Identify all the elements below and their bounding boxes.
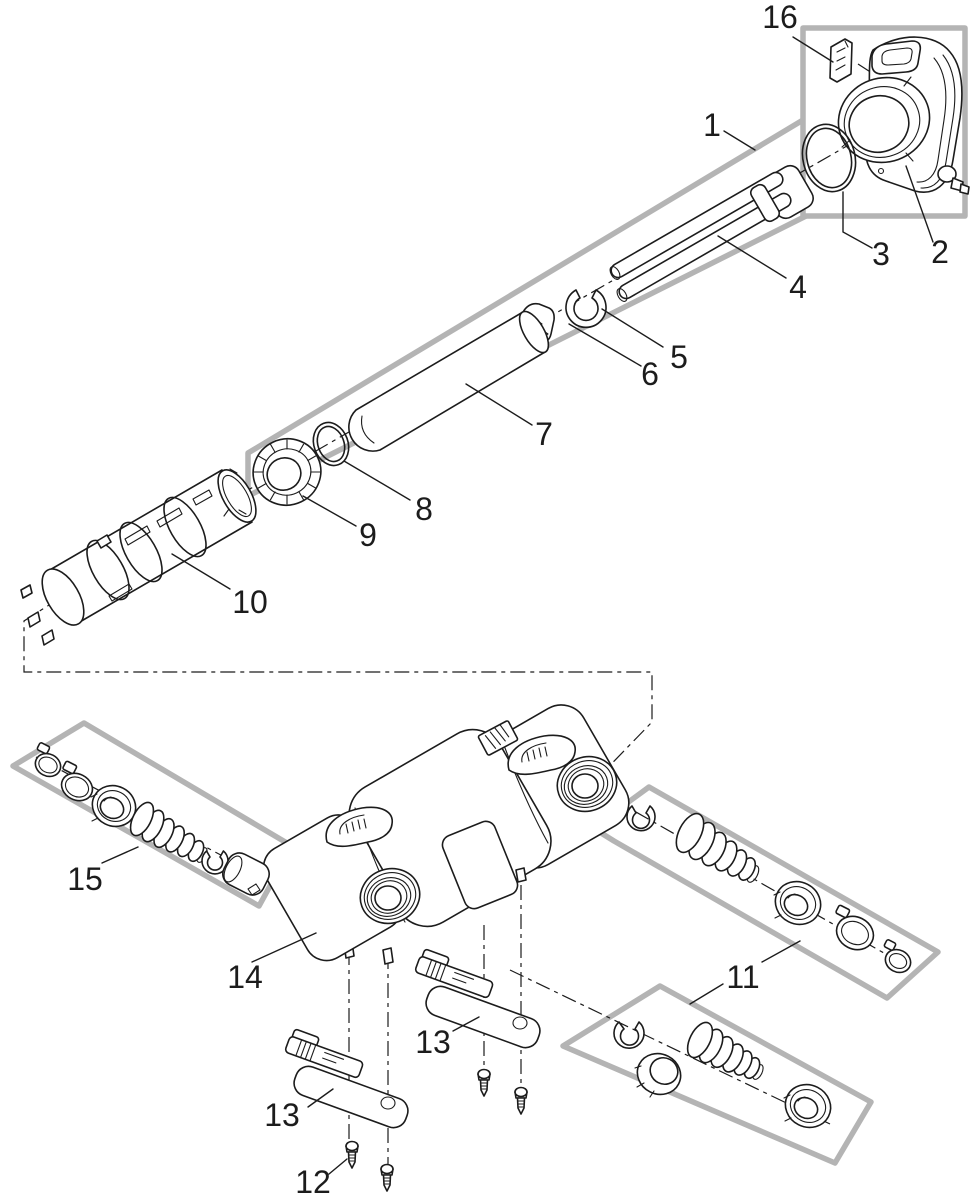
outlet-nozzle (222, 852, 270, 896)
union-nut (773, 880, 822, 926)
rotor-cage-drawing (20, 468, 257, 646)
carry-handle-right (507, 734, 576, 776)
part-label-9: 9 (359, 517, 377, 553)
part-label-4: 4 (789, 269, 807, 305)
bottom-kit-drawing (613, 1021, 832, 1129)
frame-inlet-kit (590, 784, 941, 1001)
hose-barb (129, 801, 208, 863)
screws-drawing (345, 1068, 528, 1192)
part-labels: 16 1 2 3 4 5 6 7 8 9 10 11 12 13 13 14 1… (67, 0, 949, 1200)
circlip (626, 805, 656, 832)
part-label-16: 16 (762, 0, 798, 35)
union-nut (783, 1083, 832, 1129)
outlet-kit-drawing (34, 742, 270, 896)
leader-lines (101, 36, 934, 1175)
part-label-13-left: 13 (264, 1097, 300, 1133)
housing-body-drawing (262, 704, 630, 965)
cap-nut (634, 1052, 682, 1098)
frame-outlet-kit (10, 720, 295, 909)
front-label-plate (441, 820, 519, 910)
hose-barb (686, 1021, 764, 1080)
hose-clamp (60, 760, 94, 802)
head-oring-drawing (801, 123, 857, 193)
part-label-12: 12 (295, 1164, 331, 1200)
head-unit-drawing (837, 36, 970, 195)
part-label-8: 8 (415, 491, 433, 527)
tube-oring-drawing (312, 421, 350, 467)
top-label-plate (477, 720, 519, 756)
contact-clip-drawing (829, 38, 853, 83)
part-label-3: 3 (872, 236, 890, 272)
hose-clamp (835, 904, 875, 951)
frame-bottom-kit (560, 983, 874, 1166)
mounting-foot-left (284, 1028, 409, 1129)
uvc-lamp-drawing (609, 164, 814, 302)
part-label-13-right: 13 (415, 1024, 451, 1060)
part-label-7: 7 (535, 416, 553, 452)
mounting-foot-right (414, 948, 541, 1049)
circlip (613, 1021, 645, 1049)
part-label-10: 10 (232, 584, 268, 620)
inlet-kit-drawing (626, 805, 912, 974)
part-label-11: 11 (726, 959, 759, 995)
circlip (201, 850, 229, 875)
part-label-5: 5 (670, 339, 688, 375)
hose-clamp (883, 939, 912, 974)
carry-handle-left (325, 806, 393, 848)
part-label-1: 1 (703, 107, 721, 143)
circlip-lamp-drawing (565, 289, 607, 329)
part-label-14: 14 (227, 959, 263, 995)
part-label-2: 2 (931, 234, 949, 270)
hose-barb (675, 812, 760, 883)
inlet-port (556, 755, 618, 813)
outlet-port (359, 867, 421, 925)
quartz-tube-drawing (348, 310, 550, 452)
part-label-6: 6 (641, 356, 659, 392)
union-nut-drawing (252, 438, 322, 506)
part-label-15: 15 (67, 861, 103, 897)
hose-clamp (34, 742, 62, 778)
